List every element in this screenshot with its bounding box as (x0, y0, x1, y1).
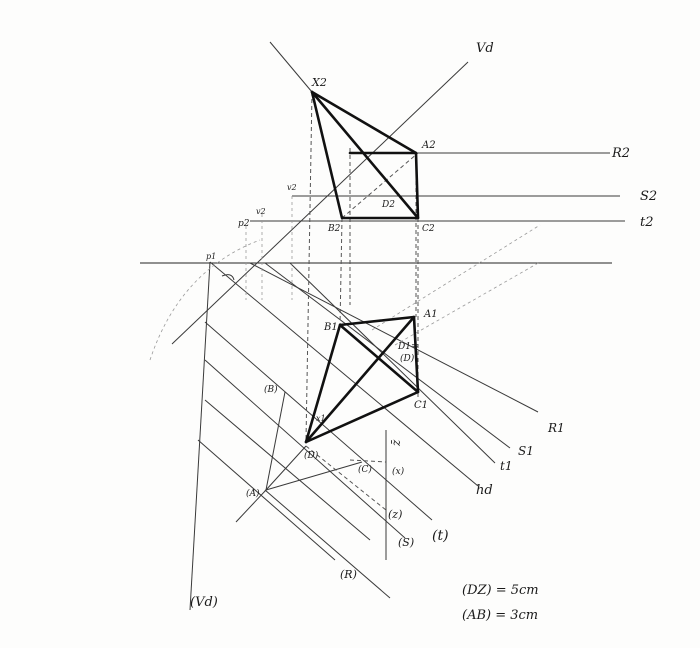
label-r2: R2 (611, 146, 630, 161)
label-c2: C2 (422, 224, 435, 234)
rot-line-2 (204, 359, 406, 539)
arc-angle (221, 274, 235, 281)
label-x-paren: (x) (392, 466, 405, 477)
label-v2: v2 (256, 207, 266, 216)
proj-b (339, 217, 343, 326)
label-s1: S1 (518, 444, 534, 458)
label-b1: B1 (323, 322, 338, 333)
t1-line (289, 262, 496, 464)
vd-trace-upper (269, 41, 313, 93)
proj-x (305, 91, 313, 441)
rot-line-4 (197, 439, 336, 561)
note-dz: (DZ) = 5cm (462, 583, 539, 598)
label-c1: C1 (414, 400, 428, 411)
label-t-paren: (t) (432, 528, 449, 544)
plan-edge-bc (338, 323, 420, 394)
label-v2b: v2 (287, 183, 297, 192)
label-z-vertical: z̄ (389, 439, 403, 447)
rot-dz (305, 445, 387, 511)
label-x2: X2 (311, 76, 327, 89)
construction-1 (371, 224, 541, 331)
label-d1: D1= (397, 342, 418, 352)
construction-2 (394, 261, 541, 346)
label-t2: t2 (640, 215, 654, 230)
label-vd-top: Vd (476, 41, 494, 56)
front-edge-xc (310, 90, 420, 220)
plan-edge-xa (304, 315, 416, 444)
label-x1: x1 (316, 414, 326, 423)
label-d2: D2 (381, 200, 395, 210)
label-b2: B2 (327, 224, 341, 234)
rot-ac (265, 461, 363, 491)
label-r1: R1 (547, 421, 565, 435)
rot-line-3 (204, 399, 371, 541)
rot-ad (265, 445, 307, 491)
label-p1: p1 (206, 252, 216, 261)
rot-line-5 (264, 489, 391, 599)
label-s2: S2 (640, 189, 657, 204)
label-z-paren: (z) (388, 508, 402, 521)
front-bc-dash (341, 152, 419, 219)
label-r-paren: (R) (340, 568, 357, 581)
label-d-paren: (D) (400, 353, 415, 364)
label-hd: hd (476, 483, 493, 498)
s1-line (264, 262, 511, 449)
label-s-paren: (S) (398, 536, 414, 549)
label-b-paren: (B) (264, 384, 278, 395)
label-a1: A1 (423, 309, 438, 320)
rot-line-1 (204, 321, 433, 521)
vd-trace (171, 61, 469, 345)
r1-line (249, 262, 539, 413)
hd-trace (209, 261, 479, 487)
rot-tail (235, 489, 267, 523)
note-ab: (AB) = 3cm (462, 608, 538, 623)
arc-construction (149, 239, 261, 361)
rot-ab (265, 391, 286, 491)
label-d-rot: (D) (304, 450, 319, 461)
label-p2: p2 (238, 219, 250, 229)
label-c-paren: (C) (358, 464, 372, 475)
label-vd-bottom: (Vd) (190, 595, 218, 610)
vertical-projector-left (189, 261, 211, 611)
label-a-paren: (A) (246, 488, 260, 499)
label-t1: t1 (500, 459, 512, 473)
label-a2: A2 (421, 140, 436, 151)
rot-cx (349, 459, 387, 463)
